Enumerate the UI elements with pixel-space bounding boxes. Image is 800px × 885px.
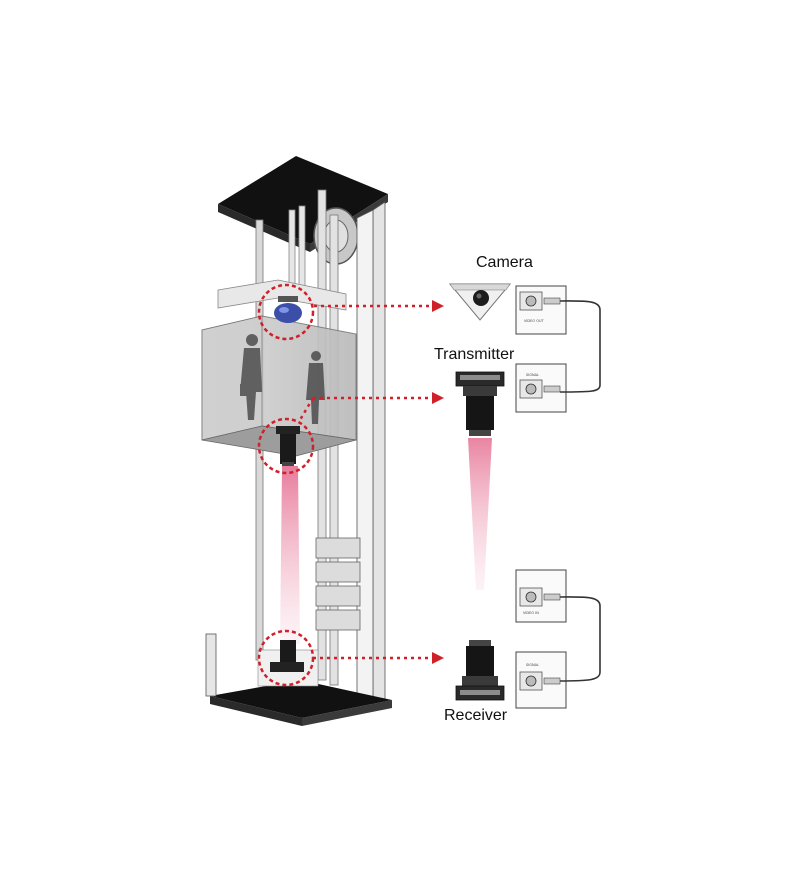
callout-circle-camera (257, 283, 315, 341)
dome-camera-in-car (274, 296, 302, 323)
receiver-label: Receiver (444, 707, 508, 724)
elevator-car (201, 279, 357, 457)
camera-label: Camera (476, 254, 533, 271)
connection-cables (559, 300, 601, 682)
transmitter-in-car (276, 426, 300, 466)
dome-camera-icon (448, 283, 512, 321)
receiver-icon (455, 640, 505, 701)
connector-panel-camera: VIDEO OUT (515, 285, 567, 335)
transmitter-icon (455, 371, 505, 436)
receiver-in-pit (270, 640, 304, 672)
connector-panel-transmitter: SIGNAL (515, 363, 567, 413)
connector-tag-monitor: SIGNAL (526, 663, 539, 667)
connector-tag-camera: VIDEO OUT (524, 319, 545, 323)
shaft-bottom-slab (210, 680, 392, 718)
counterweight-blocks (315, 537, 361, 631)
optical-beam-diagram (468, 438, 492, 590)
connector-panel-receiver: VIDEO IN (515, 569, 567, 623)
connector-tag-transmitter: SIGNAL (526, 373, 539, 377)
connector-tag-receiver: VIDEO IN (523, 611, 539, 615)
optical-beam-shaft (280, 466, 300, 644)
callout-circle-transmitter (257, 417, 315, 475)
transmitter-label: Transmitter (434, 346, 515, 363)
connector-panel-monitor: SIGNAL (515, 651, 567, 709)
passenger-silhouettes (240, 334, 325, 424)
